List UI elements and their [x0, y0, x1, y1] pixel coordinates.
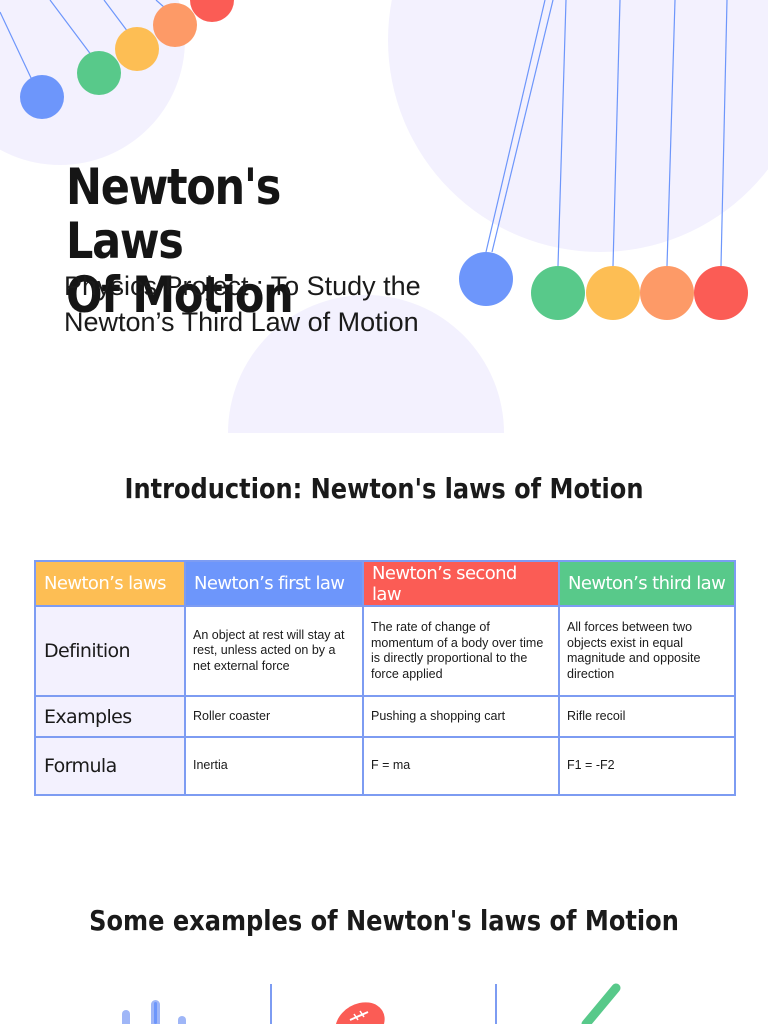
row-label-definition: Definition	[34, 605, 186, 697]
example-third-law: Rifle recoil	[558, 695, 736, 738]
examples-heading: Some examples of Newton's laws of Motion	[89, 904, 679, 937]
table-row-formula: Formula Inertia F = ma F1 = -F2	[34, 736, 736, 796]
table-header-row: Newton’s laws Newton’s first law Newton’…	[34, 560, 736, 607]
row-label-formula: Formula	[34, 736, 186, 796]
table-row-examples: Examples Roller coaster Pushing a shoppi…	[34, 695, 736, 738]
newtons-laws-table: Newton’s laws Newton’s first law Newton’…	[34, 560, 736, 796]
examples-illustrations	[122, 983, 621, 1024]
example-second-law: Pushing a shopping cart	[362, 695, 560, 738]
football-icon	[335, 1002, 385, 1024]
cover-title: Newton's Laws Of Motion	[66, 160, 393, 322]
cradle-ball-orange-left	[153, 3, 197, 47]
formula-third-law: F1 = -F2	[558, 736, 736, 796]
header-newtons-laws: Newton’s laws	[34, 560, 186, 607]
formula-first-law: Inertia	[184, 736, 364, 796]
header-third-law: Newton’s third law	[558, 560, 736, 607]
column-divider-1	[270, 984, 272, 1024]
bg-circle-top-right	[388, 0, 768, 252]
definition-second-law: The rate of change of momentum of a body…	[362, 605, 560, 697]
cradle-ball-yellow-left	[115, 27, 159, 71]
formula-second-law: F = ma	[362, 736, 560, 796]
definition-third-law: All forces between two objects exist in …	[558, 605, 736, 697]
hand-icon	[122, 1000, 186, 1024]
rifle-icon	[581, 983, 621, 1024]
cradle-ball-red-right	[694, 266, 748, 320]
cradle-ball-green-left	[77, 51, 121, 95]
table-row-definition: Definition An object at rest will stay a…	[34, 605, 736, 697]
definition-first-law: An object at rest will stay at rest, unl…	[184, 605, 364, 697]
cover-title-line1: Newton's Laws	[66, 158, 281, 270]
cradle-ball-yellow-right	[586, 266, 640, 320]
cradle-ball-green-right	[531, 266, 585, 320]
cradle-ball-blue-right	[459, 252, 513, 306]
bg-half-circle-bottom	[228, 295, 504, 433]
cover-title-line2: Of Motion	[66, 266, 294, 324]
cradle-ball-blue-left	[20, 75, 64, 119]
cover-subtitle: Physics Project : To Study the Newton’s …	[64, 271, 421, 337]
intro-heading: Introduction: Newton's laws of Motion	[124, 472, 644, 505]
example-first-law: Roller coaster	[184, 695, 364, 738]
column-divider-2	[495, 984, 497, 1024]
row-label-examples: Examples	[34, 695, 186, 738]
cradle-ball-red-left	[190, 0, 234, 22]
header-first-law: Newton’s first law	[184, 560, 364, 607]
header-second-law: Newton’s second law	[362, 560, 560, 607]
cradle-ball-orange-right	[640, 266, 694, 320]
cover-decoration	[0, 0, 768, 433]
